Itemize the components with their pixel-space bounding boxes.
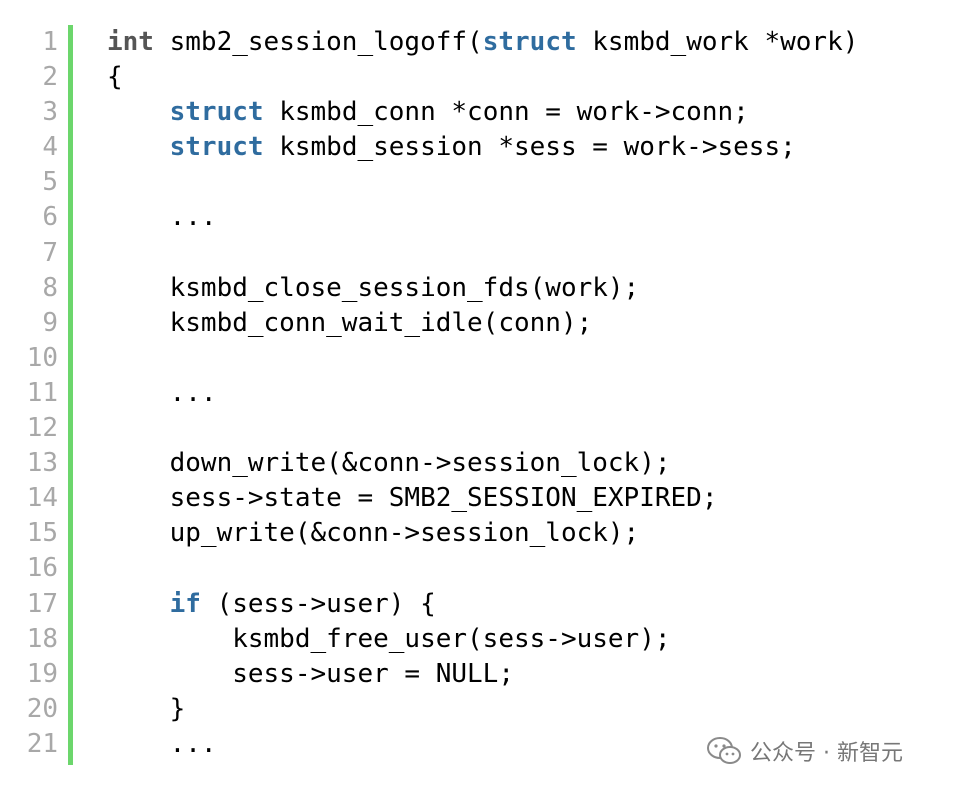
code-text	[107, 132, 170, 162]
line-number: 19	[26, 658, 58, 689]
line-number: 6	[42, 202, 58, 233]
code-line: {	[107, 60, 858, 95]
code-line: if (sess->user) {	[107, 587, 858, 622]
code-line: int smb2_session_logoff(struct ksmbd_wor…	[107, 25, 858, 60]
line-number: 21	[26, 728, 58, 759]
code-text: sess->state = SMB2_SESSION_EXPIRED;	[107, 483, 718, 514]
code-text	[107, 97, 170, 127]
line-number: 4	[42, 132, 58, 163]
code-text	[107, 589, 170, 619]
code-text: ksmbd_close_session_fds(work);	[107, 272, 640, 303]
code-line: sess->state = SMB2_SESSION_EXPIRED;	[107, 481, 858, 516]
code-text: ...	[107, 202, 217, 233]
code-line	[107, 165, 858, 200]
line-number: 13	[26, 448, 58, 479]
line-number: 9	[42, 307, 58, 338]
code-text: smb2_session_logoff(	[153, 27, 483, 57]
line-number: 7	[42, 237, 58, 268]
line-number: 10	[26, 342, 58, 373]
code-text: ksmbd_free_user(sess->user);	[107, 623, 671, 654]
line-number: 20	[26, 693, 58, 724]
line-number: 16	[26, 553, 58, 584]
code-text: ksmbd_work *work)	[576, 27, 859, 57]
watermark-text: 公众号 · 新智元	[750, 741, 903, 766]
code-line	[107, 236, 858, 271]
code-line	[107, 551, 858, 586]
code-text: ...	[107, 377, 217, 408]
code-line: }	[107, 692, 858, 727]
code-line: struct ksmbd_conn *conn = work->conn;	[107, 95, 858, 130]
code-line: ...	[107, 200, 858, 235]
code-line: up_write(&conn->session_lock);	[107, 516, 858, 551]
line-number: 18	[26, 623, 58, 654]
code-text: (sess->user) {	[200, 588, 436, 619]
line-number: 8	[42, 272, 58, 303]
code-text: ksmbd_session *sess = work->sess;	[263, 132, 796, 163]
code-line: ksmbd_conn_wait_idle(conn);	[107, 306, 858, 341]
code-line: struct ksmbd_session *sess = work->sess;	[107, 130, 858, 165]
code-lines: int smb2_session_logoff(struct ksmbd_wor…	[107, 25, 858, 762]
line-number: 3	[42, 97, 58, 128]
code-keyword: if	[169, 588, 201, 619]
line-number: 11	[26, 377, 58, 408]
line-number: 17	[26, 588, 58, 619]
code-text: ...	[107, 728, 217, 759]
code-text: ksmbd_conn_wait_idle(conn);	[107, 307, 593, 338]
code-keyword: struct	[169, 97, 264, 128]
code-text: ksmbd_conn *conn = work->conn;	[263, 97, 749, 128]
code-line	[107, 411, 858, 446]
code-line: sess->user = NULL;	[107, 657, 858, 692]
code-text: }	[107, 693, 186, 724]
line-number: 2	[42, 62, 58, 93]
code-line	[107, 341, 858, 376]
line-number: 14	[26, 483, 58, 514]
code-keyword: int	[107, 27, 154, 57]
wechat-icon	[707, 737, 741, 764]
code-line: ...	[107, 727, 858, 762]
code-text: up_write(&conn->session_lock);	[107, 518, 640, 549]
line-number: 12	[26, 413, 58, 444]
code-text: sess->user = NULL;	[107, 658, 514, 689]
line-number: 15	[26, 518, 58, 549]
code-line: ksmbd_free_user(sess->user);	[107, 622, 858, 657]
watermark: 公众号 · 新智元	[706, 733, 903, 769]
line-number: 5	[42, 167, 58, 198]
gutter-divider	[68, 25, 73, 765]
code-line: down_write(&conn->session_lock);	[107, 446, 858, 481]
code-keyword: struct	[482, 27, 577, 57]
code-line: ksmbd_close_session_fds(work);	[107, 271, 858, 306]
code-line: ...	[107, 376, 858, 411]
code-text: down_write(&conn->session_lock);	[107, 448, 671, 479]
code-keyword: struct	[169, 132, 264, 163]
code-text: {	[107, 62, 123, 93]
line-number: 1	[42, 27, 58, 57]
